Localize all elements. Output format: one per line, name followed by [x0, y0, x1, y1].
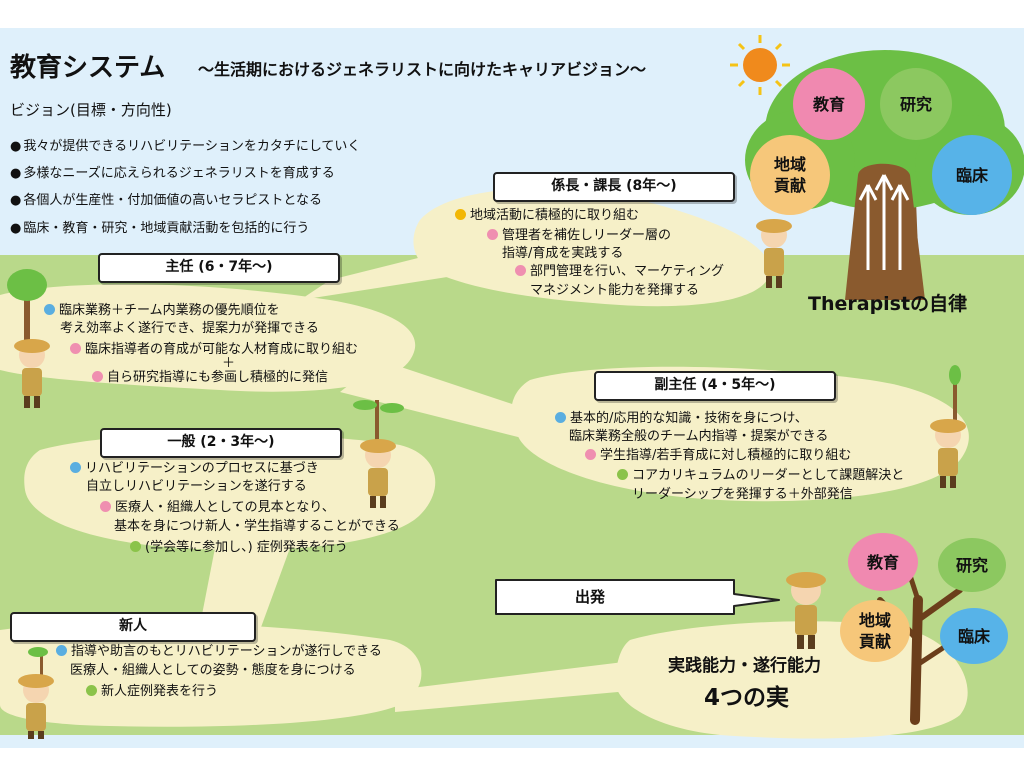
shunin-line: 考え効率よく遂行でき、提案力が発揮できる [60, 321, 319, 336]
start-label: 出発 [575, 588, 606, 606]
blue-bullet-icon [56, 645, 67, 656]
shunin-line: 自ら研究指導にも参画し積極的に発信 [92, 369, 328, 386]
ippan-line: リハビリテーションのプロセスに基づき [70, 460, 319, 477]
blue-bullet-icon [70, 462, 81, 473]
green-bullet-icon [130, 541, 141, 552]
vision-item: 我々が提供できるリハビリテーションをカタチにしていく [10, 138, 360, 155]
big-tree-fruit-research: 研究 [880, 68, 952, 140]
green-bullet-icon [617, 469, 628, 480]
kakaricho-line: 地域活動に積極的に取り組む [455, 207, 639, 224]
sun-icon [730, 35, 790, 95]
big-tree-fruit-clinical: 臨床 [932, 135, 1012, 215]
fukushunin-line: 基本的/応用的な知識・技術を身につけ、 [555, 410, 808, 427]
page-subtitle: ～生活期におけるジェネラリストに向けたキャリアビジョン～ [198, 60, 647, 79]
ippan-line: 基本を身につけ新人・学生指導することができる [114, 519, 400, 534]
shinjin-line: 新人症例発表を行う [86, 683, 218, 700]
small-tree-caption-fruits: 4つの実 [704, 685, 790, 711]
sprout-icons [7, 269, 961, 675]
ippan-line: 自立しリハビリテーションを遂行する [86, 479, 307, 494]
explorer-figures [14, 219, 966, 739]
stage-label-shinjin: 新人 [10, 612, 256, 642]
small-tree-fruit-clinical: 臨床 [940, 608, 1008, 664]
stage-label-shunin: 主任 (6・7年～) [98, 253, 340, 283]
vision-item: 多様なニーズに応えられるジェネラリストを育成する [10, 165, 334, 182]
kakaricho-line: 部門管理を行い、マーケティング [515, 263, 724, 280]
fukushunin-line: 学生指導/若手育成に対し積極的に取り組む [585, 447, 851, 464]
blue-bullet-icon [44, 304, 55, 315]
pink-bullet-icon [515, 265, 526, 276]
small-tree-fruit-education: 教育 [848, 533, 918, 591]
page-title: 教育システム [10, 53, 166, 83]
green-bullet-icon [86, 685, 97, 696]
gold-bullet-icon [455, 209, 466, 220]
stage-label-kakaricho: 係長・課長 (8年～) [493, 172, 735, 202]
pink-bullet-icon [487, 229, 498, 240]
kakaricho-line: マネジメント能力を発揮する [530, 283, 700, 298]
pink-bullet-icon [70, 343, 81, 354]
shunin-line: 臨床業務＋チーム内業務の優先順位を [44, 302, 280, 319]
shunin-plus: ＋ [222, 356, 236, 371]
small-tree-caption: 実践能力・遂行能力 [668, 656, 821, 676]
pink-bullet-icon [92, 371, 103, 382]
big-tree-fruit-community: 地域 貢献 [750, 135, 830, 215]
pink-bullet-icon [100, 501, 111, 512]
big-tree-caption: Therapistの自律 [808, 293, 968, 315]
start-callout-bubble [495, 579, 780, 615]
vision-item: 臨床・教育・研究・地域貢献活動を包括的に行う [10, 220, 309, 237]
fukushunin-line: コアカリキュラムのリーダーとして課題解決と [617, 467, 904, 484]
stage-label-ippan: 一般 (2・3年～) [100, 428, 342, 458]
fukushunin-line: リーダーシップを発揮する＋外部発信 [632, 487, 853, 502]
kakaricho-line: 指導/育成を実践する [502, 246, 624, 261]
shinjin-line: 指導や助言のもとリハビリテーションが遂行しできる [56, 643, 382, 660]
kakaricho-line: 管理者を補佐しリーダー層の [487, 227, 671, 244]
big-tree-fruit-education: 教育 [793, 68, 865, 140]
stage-label-fukushunin: 副主任 (4・5年～) [594, 371, 836, 401]
vision-heading: ビジョン(目標・方向性) [10, 101, 172, 119]
small-tree-fruit-research: 研究 [938, 538, 1006, 592]
small-tree-fruit-community: 地域 貢献 [840, 600, 910, 662]
shinjin-line: 医療人・組織人としての姿勢・態度を身につける [70, 663, 356, 678]
ippan-line: (学会等に参加し、) 症例発表を行う [130, 539, 348, 556]
blue-bullet-icon [555, 412, 566, 423]
pink-bullet-icon [585, 449, 596, 460]
fukushunin-line: 臨床業務全般のチーム内指導・提案ができる [569, 429, 829, 444]
shunin-line: 臨床指導者の育成が可能な人材育成に取り組む [70, 341, 358, 358]
ippan-line: 医療人・組織人としての見本となり、 [100, 499, 335, 516]
vision-item: 各個人が生産性・付加価値の高いセラピストとなる [10, 192, 322, 209]
